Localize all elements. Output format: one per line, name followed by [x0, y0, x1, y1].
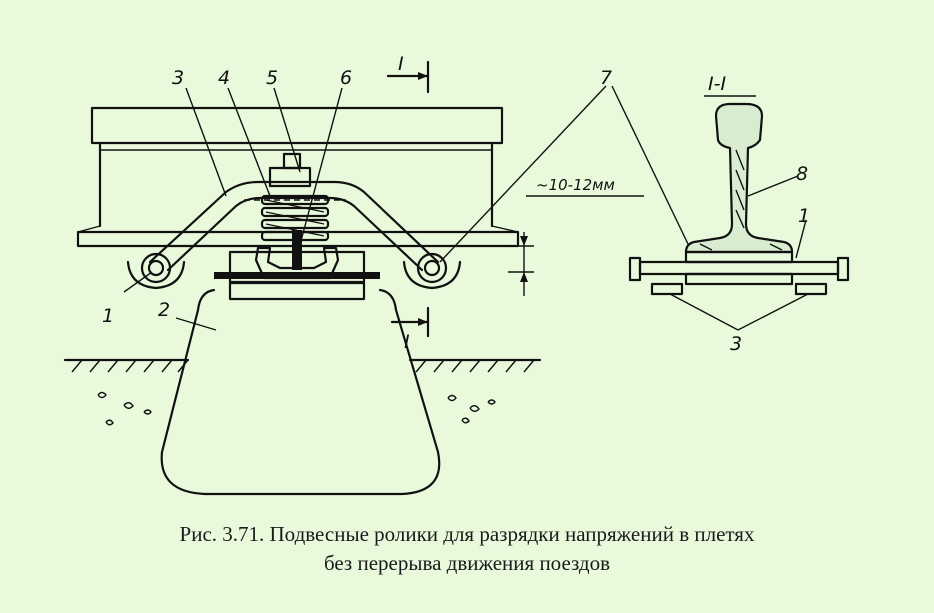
label-1: 1: [102, 305, 114, 327]
svg-text:I: I: [398, 53, 404, 75]
leaders-main: [123, 85, 689, 331]
section-mark-bottom: I: [390, 306, 430, 353]
label-3: 3: [172, 67, 184, 89]
suspension-strap: [148, 180, 440, 272]
label-8: 8: [796, 163, 808, 185]
roller-right: [402, 252, 462, 290]
label-2: 2: [158, 299, 170, 321]
caption-line-2: без перерыва движения поездов: [323, 551, 611, 575]
caption-line-1: Рис. 3.71. Подвесные ролики для разрядки…: [179, 522, 755, 546]
label-3-section: 3: [730, 333, 742, 355]
ground-left: [63, 358, 190, 426]
svg-text:I: I: [404, 331, 410, 353]
fastening: [214, 152, 380, 284]
rail-main-view: [76, 106, 520, 248]
section-view: I-I: [628, 73, 850, 331]
section-mark-top: I: [386, 53, 430, 94]
sleeper: [160, 281, 441, 496]
label-7: 7: [600, 67, 612, 89]
label-4: 4: [218, 67, 230, 89]
roller-left: [126, 252, 186, 290]
label-6: 6: [340, 67, 352, 89]
svg-text:I-I: I-I: [708, 73, 726, 95]
label-5: 5: [266, 67, 278, 89]
label-1-section: 1: [798, 205, 810, 227]
gap-dimension: ~10-12мм: [508, 176, 644, 296]
svg-text:~10-12мм: ~10-12мм: [536, 176, 615, 194]
ground-right: [408, 358, 542, 424]
